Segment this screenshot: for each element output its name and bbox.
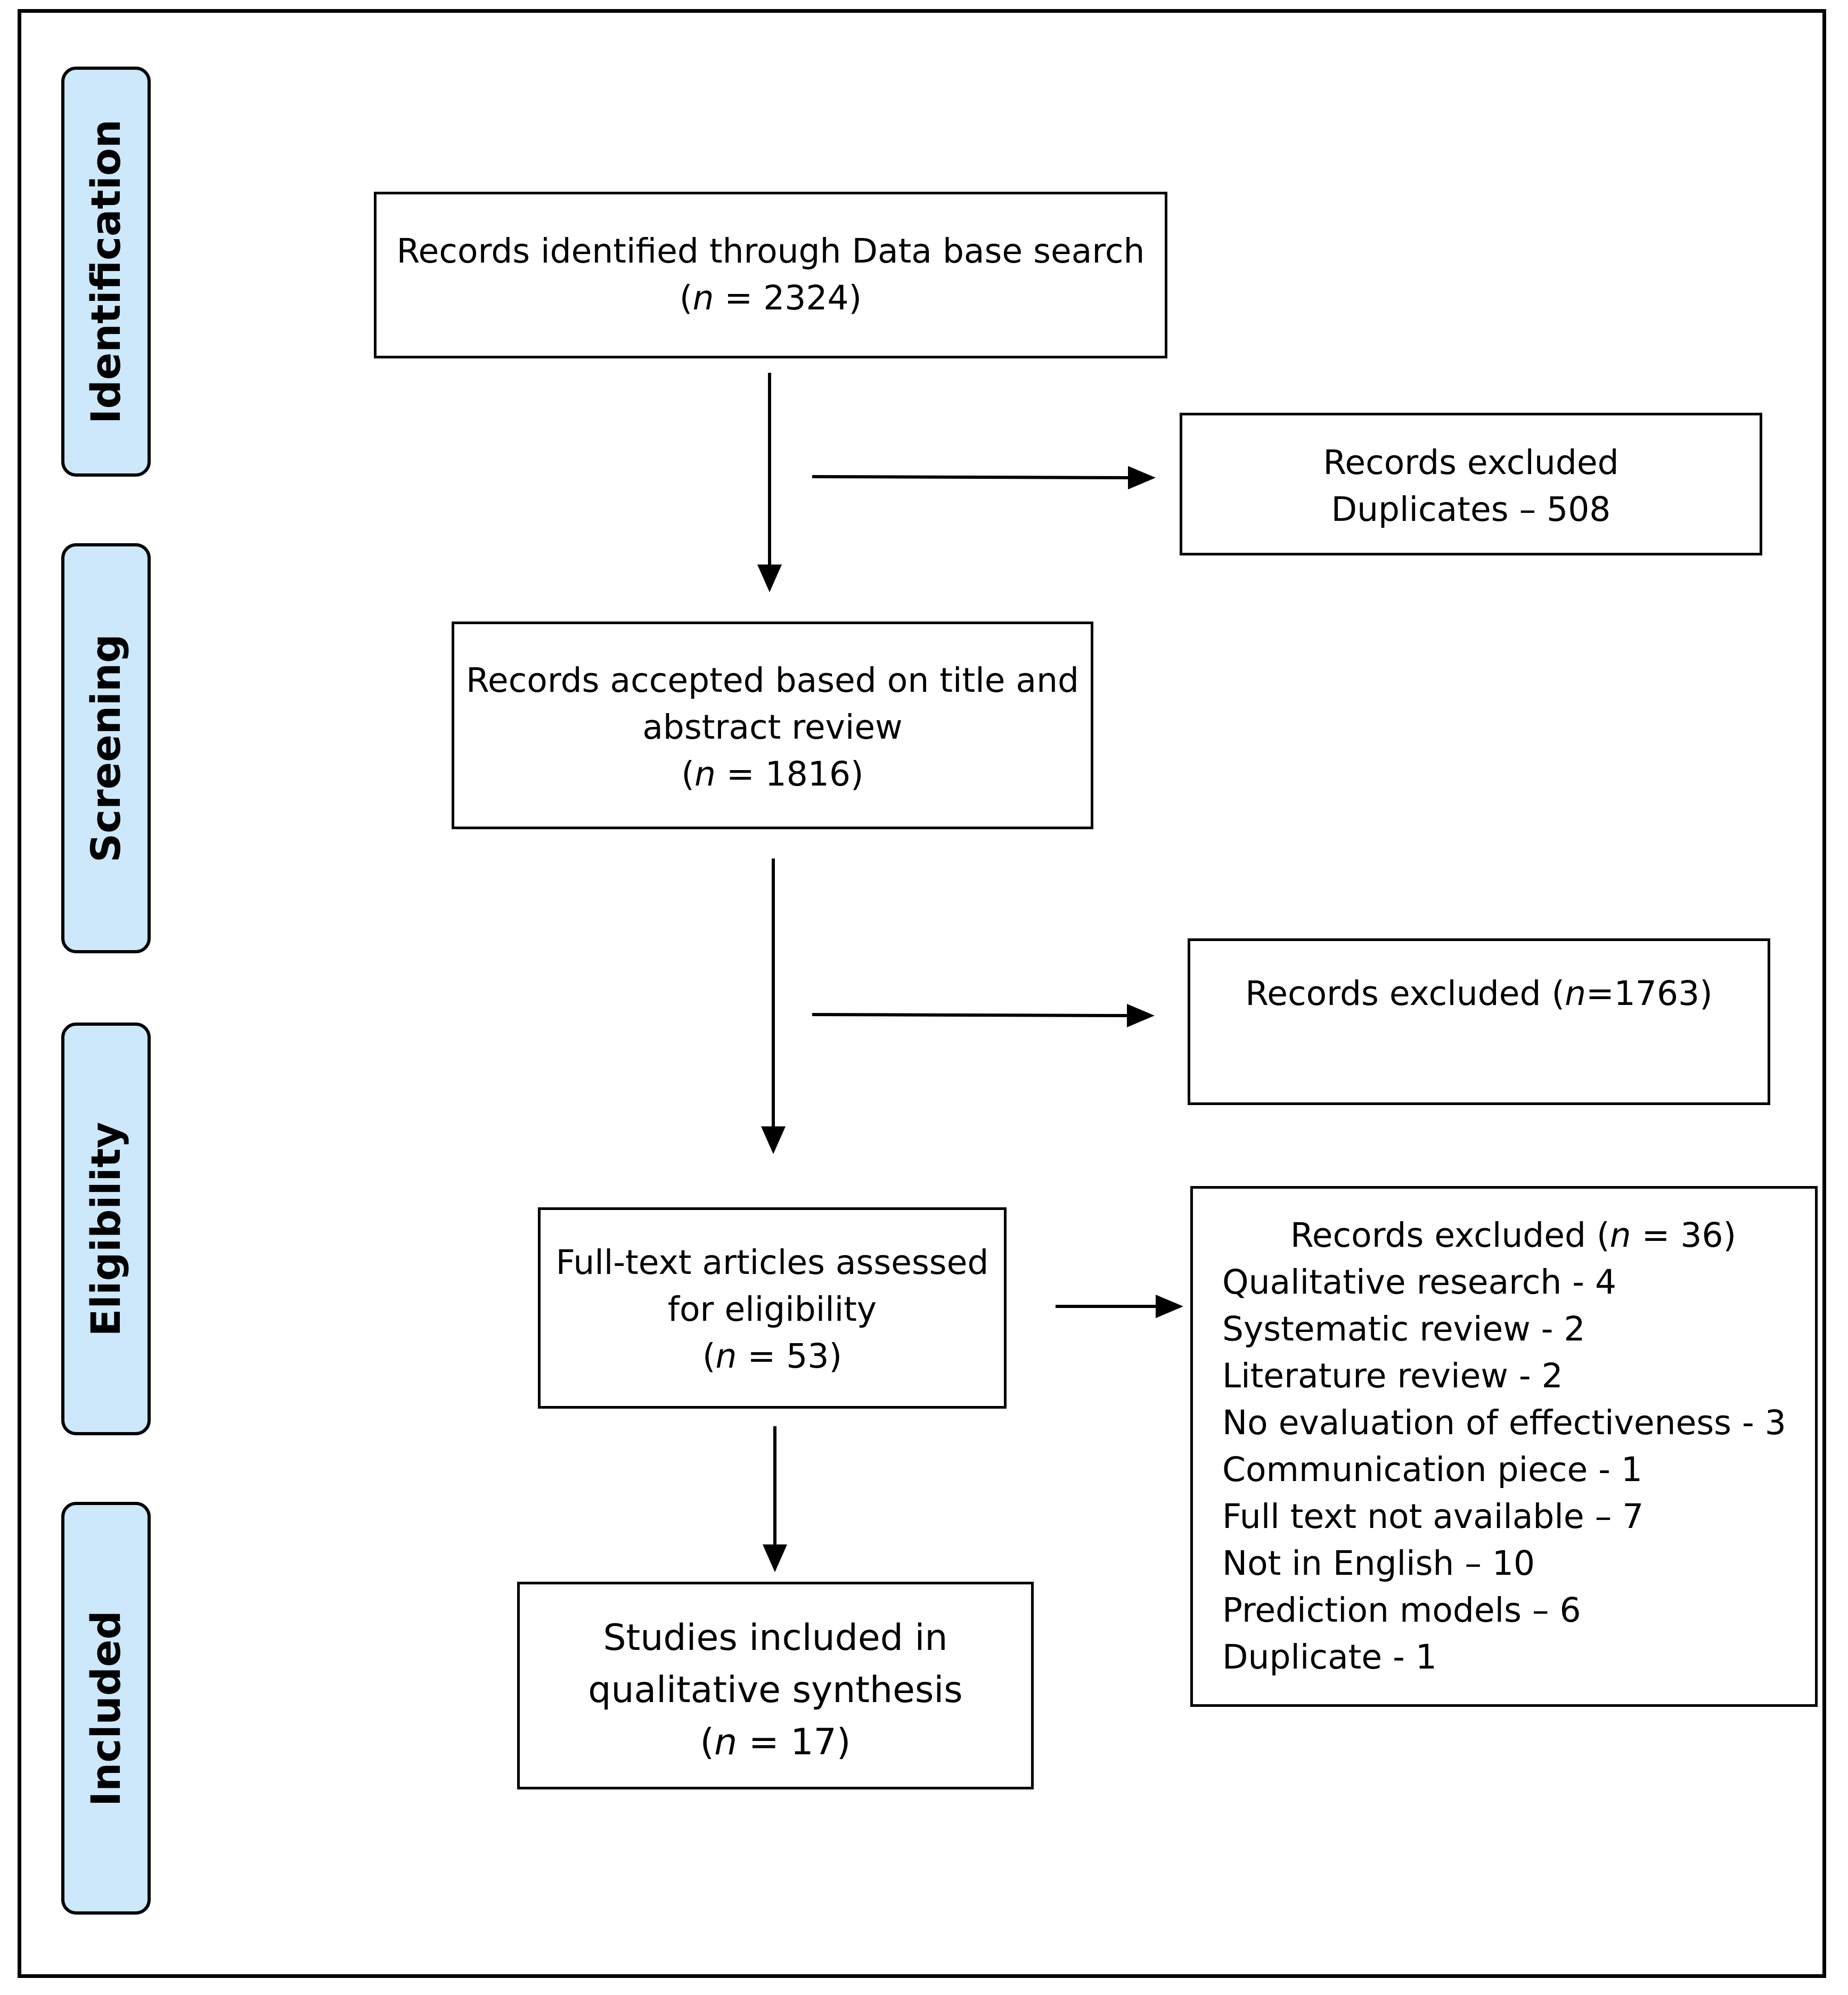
duplicates-excluded-box: Records excluded Duplicates – 508 (1180, 413, 1762, 555)
box-count: (n = 53) (702, 1337, 843, 1376)
box-text: qualitative synthesis (588, 1669, 963, 1711)
box-text: abstract review (642, 708, 903, 747)
exclusion-reason: Prediction models – 6 (1222, 1591, 1581, 1630)
screening-excluded-box: Records excluded (n=1763) (1188, 938, 1770, 1105)
fulltext-assessed-box: Full-text articles assessed for eligibil… (538, 1207, 1007, 1409)
box-count: (n = 2324) (679, 279, 862, 317)
exclusion-reason: Literature review - 2 (1222, 1356, 1563, 1395)
records-identified-box: Records identified through Data base sea… (374, 192, 1167, 358)
stage-label: Included (82, 1610, 129, 1806)
box-text: Records accepted based on title and (465, 661, 1080, 700)
stage-included: Included (61, 1502, 151, 1915)
exclusion-reason: Not in English – 10 (1222, 1544, 1535, 1583)
exclusion-reason: Full text not available – 7 (1222, 1497, 1644, 1536)
studies-included-box: Studies included in qualitative synthesi… (517, 1582, 1034, 1789)
box-count: Records excluded (n=1763) (1245, 974, 1713, 1013)
exclusion-reason: Communication piece - 1 (1222, 1450, 1643, 1489)
box-text: Studies included in (603, 1617, 948, 1659)
records-screened-box: Records accepted based on title and abst… (452, 622, 1093, 829)
box-text: Records identified through Data base sea… (396, 232, 1145, 271)
box-text: Duplicates – 508 (1331, 490, 1611, 529)
box-text: for eligibility (667, 1290, 877, 1329)
box-text: Records excluded (1323, 443, 1619, 482)
stage-label: Screening (82, 634, 129, 863)
stage-label: Eligibility (82, 1122, 129, 1336)
stage-eligibility: Eligibility (61, 1023, 151, 1435)
stage-screening: Screening (61, 543, 151, 953)
box-count: (n = 1816) (681, 755, 864, 794)
stage-identification: Identification (61, 67, 151, 477)
exclusion-reason: Duplicate - 1 (1222, 1638, 1437, 1677)
exclusion-reason: Systematic review - 2 (1222, 1310, 1585, 1348)
exclusion-reason: Qualitative research - 4 (1222, 1263, 1617, 1302)
box-count: Records excluded (n = 36) (1290, 1216, 1737, 1255)
box-text: Full-text articles assessed (555, 1243, 989, 1282)
exclusion-reason: No evaluation of effectiveness - 3 (1222, 1403, 1786, 1442)
box-count: (n = 17) (700, 1721, 851, 1763)
fulltext-excluded-box: Records excluded (n = 36) Qualitative re… (1190, 1186, 1818, 1707)
stage-label: Identification (82, 119, 129, 424)
diagram-frame (18, 9, 1826, 1978)
